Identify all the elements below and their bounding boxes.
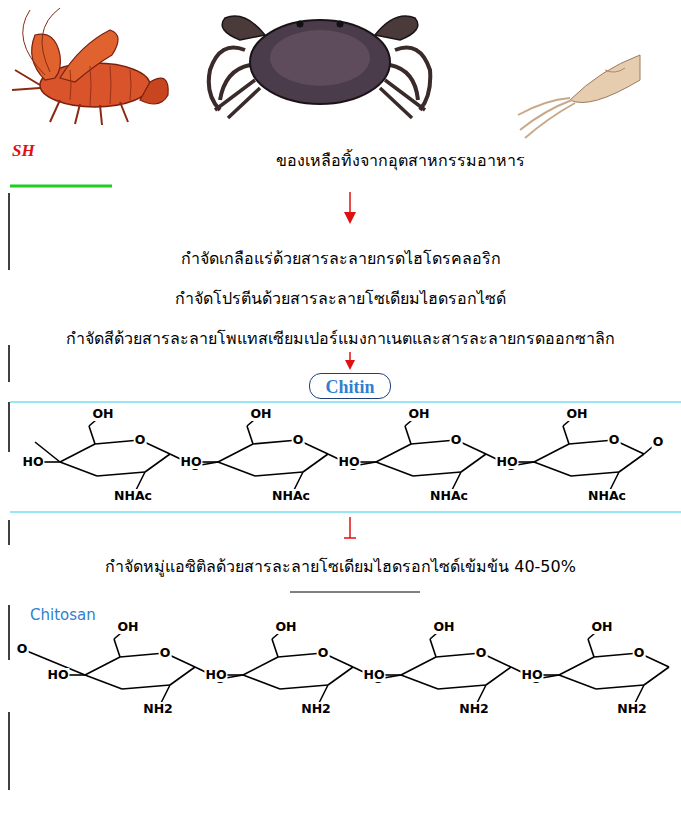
chemical-bond	[328, 667, 353, 685]
step-text: กำจัดหมู่แอซิติลด้วยสารละลายโซเดียมไฮดรอ…	[0, 556, 681, 578]
chemical-bond	[247, 426, 253, 444]
atom-label: NH2	[458, 702, 490, 716]
atom-label: NH2	[300, 702, 332, 716]
atom-label: HO	[337, 455, 360, 469]
chemical-bond	[280, 685, 328, 689]
short-rule	[290, 592, 420, 593]
atom-label: O	[608, 433, 621, 447]
chemical-bond	[534, 444, 569, 462]
chemical-bond	[486, 667, 511, 685]
atom-label: HO	[21, 455, 44, 469]
atom-label: OH	[590, 620, 613, 634]
atom-label: HO	[520, 668, 543, 682]
squid-illustration	[518, 55, 640, 138]
chemical-bond	[405, 426, 411, 444]
chemical-bond	[401, 657, 436, 675]
chemical-bond	[619, 454, 644, 472]
chemical-bond	[114, 639, 120, 657]
chemical-bond	[430, 639, 436, 657]
atom-label: OH	[91, 407, 114, 421]
chemical-bond	[563, 426, 569, 444]
chemical-bond	[218, 462, 255, 476]
atom-label: O	[159, 646, 172, 660]
atom-label: O	[317, 646, 330, 660]
atom-label: O	[16, 642, 29, 656]
atom-label: NHAc	[113, 489, 153, 503]
atom-label: HO	[204, 668, 227, 682]
chemical-bond	[559, 675, 596, 689]
atom-label: NH2	[142, 702, 174, 716]
atom-label: NH2	[616, 702, 648, 716]
chemical-bond	[376, 462, 413, 476]
chemical-bond	[438, 685, 486, 689]
rounded-box: Chitin	[309, 373, 391, 399]
red-arrow	[345, 352, 355, 370]
step-text: กำจัดสีด้วยสารละลายโพแทสเซียมเปอร์แมงกาเ…	[0, 328, 681, 350]
cyan-rule	[10, 401, 681, 402]
chemical-bond	[644, 667, 669, 685]
atom-label: OH	[407, 407, 430, 421]
step-text: กำจัดเกลือแร่ด้วยสารละลายกรดไฮโดรคลอริก	[0, 248, 681, 270]
margin-lines	[8, 193, 10, 790]
atom-label: NHAc	[429, 489, 469, 503]
atom-label: NHAc	[587, 489, 627, 503]
atom-label: HO	[46, 668, 69, 682]
atom-label: O	[633, 646, 646, 660]
chemical-bond	[145, 454, 170, 472]
header-word: SH	[12, 140, 35, 162]
atom-label: HO	[495, 455, 518, 469]
box-title: Chitin	[325, 377, 374, 397]
chemical-bond	[401, 675, 438, 689]
chemical-bond	[97, 472, 145, 476]
atom-label: OH	[116, 620, 139, 634]
structure-name: Chitosan	[30, 604, 96, 626]
lobster-illustration	[12, 8, 168, 125]
chemical-bond	[60, 444, 95, 462]
atom-label: NHAc	[271, 489, 311, 503]
atom-label: OH	[565, 407, 588, 421]
chemical-bond	[255, 472, 303, 476]
atom-label: OH	[249, 407, 272, 421]
chemical-bond	[413, 472, 461, 476]
chemical-bond	[122, 685, 170, 689]
atom-label: O	[292, 433, 305, 447]
chemical-bond	[170, 667, 195, 685]
step-text: กำจัดโปรตีนด้วยสารละลายโซเดียมไฮดรอกไซด์	[0, 288, 681, 310]
atom-label: O	[475, 646, 488, 660]
chemical-bond	[85, 657, 120, 675]
chemical-bond	[218, 444, 253, 462]
atom-label: HO	[179, 455, 202, 469]
atom-label: HO	[362, 668, 385, 682]
chemical-bond	[272, 639, 278, 657]
chemical-bond	[89, 426, 95, 444]
atom-label: O	[450, 433, 463, 447]
red-arrow	[344, 517, 356, 538]
source-text: ของเหลือทิ้งจากอุตสาหกรรมอาหาร	[120, 150, 680, 172]
chemical-bond	[303, 454, 328, 472]
atom-label: O	[652, 435, 665, 449]
chemical-bond	[559, 657, 594, 675]
chemical-bond	[85, 675, 122, 689]
chemical-bond	[60, 462, 97, 476]
chemical-bond	[243, 675, 280, 689]
red-arrow	[344, 192, 356, 224]
atom-label: OH	[432, 620, 455, 634]
atom-label: OH	[274, 620, 297, 634]
chemical-bond	[461, 454, 486, 472]
chemical-bond	[571, 472, 619, 476]
chemical-bond	[534, 462, 571, 476]
atom-label: O	[134, 433, 147, 447]
green-rule	[10, 185, 112, 188]
cyan-rule	[10, 511, 681, 512]
chemical-bond	[243, 657, 278, 675]
crab-illustration	[209, 16, 431, 118]
chemical-bond	[376, 444, 411, 462]
chemical-bond	[588, 639, 594, 657]
chemical-bond	[596, 685, 644, 689]
